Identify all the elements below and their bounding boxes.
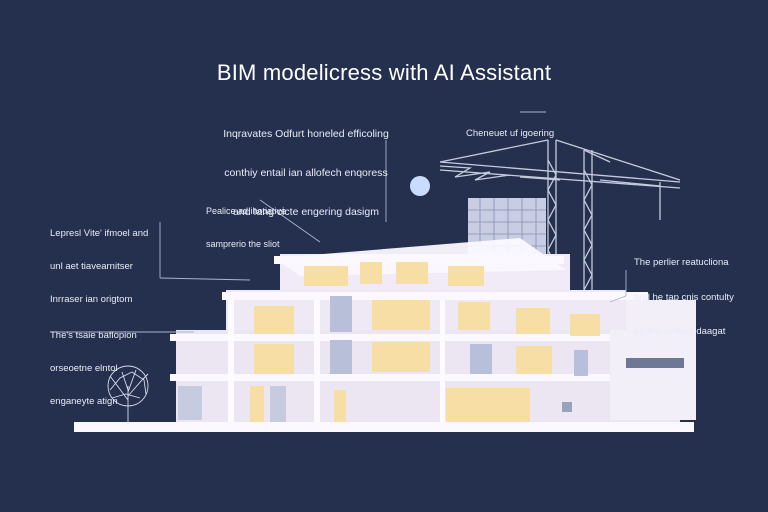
tower-crane	[439, 139, 681, 296]
annotation-right-line: and he tap cnis contulty	[634, 291, 734, 303]
annotation-upper-left-line: Pealice ad ihotiative	[206, 206, 287, 216]
annotation-top-line: Inqravates Odfurt honeled efficoling	[223, 128, 389, 140]
window-panels	[250, 262, 600, 422]
annotation-right-line: The perlier reatucliona	[634, 257, 729, 268]
annotation-top: Inqravates Odfurt honeled efficoling con…	[206, 102, 406, 245]
tree-illustration	[107, 365, 149, 424]
diagram-title: BIM modelicress with AI Assistant	[216, 60, 552, 85]
glass-panels	[178, 296, 588, 422]
annotation-left: Lepresl Vite' ifmoel and unl aet tiavear…	[50, 206, 148, 327]
annotation-left-line: unl aet tiavearnitser	[50, 261, 133, 272]
annotation-lower-left-line: enganeyte atign	[50, 396, 118, 407]
annotation-right: The perlier reatucliona and he tap cnis …	[634, 234, 734, 361]
annotation-upper-left: Pealice ad ihotiative samprerio the slio…	[206, 184, 286, 272]
annotation-right-line: od tire ecoting daagat	[634, 326, 726, 337]
annotation-top-line: conthiy entail ian allofech enqoress	[224, 167, 388, 179]
annotation-left-line: Lepresl Vite' ifmoel and	[50, 228, 149, 239]
moon-circle	[410, 176, 430, 196]
annotation-top-line: and Iang cicte engering dasigm	[233, 206, 379, 218]
leader-lines	[50, 111, 627, 333]
annotation-crane-line: Cheneuet uf igoering	[466, 128, 555, 139]
columns	[228, 300, 445, 422]
annotation-lower-left: The's tsaie baflopion orseoetne elntol e…	[50, 308, 137, 429]
annotation-upper-left-line: samprerio the sliot	[206, 239, 280, 249]
annotation-crane: Cheneuet uf igoering	[466, 104, 554, 164]
annotation-lower-left-line: The's tsaie baflopion	[50, 330, 137, 341]
annotation-left-line: Inrraser ian origtom	[50, 294, 133, 305]
annotation-lower-left-line: orseoetne elntol	[50, 363, 118, 374]
